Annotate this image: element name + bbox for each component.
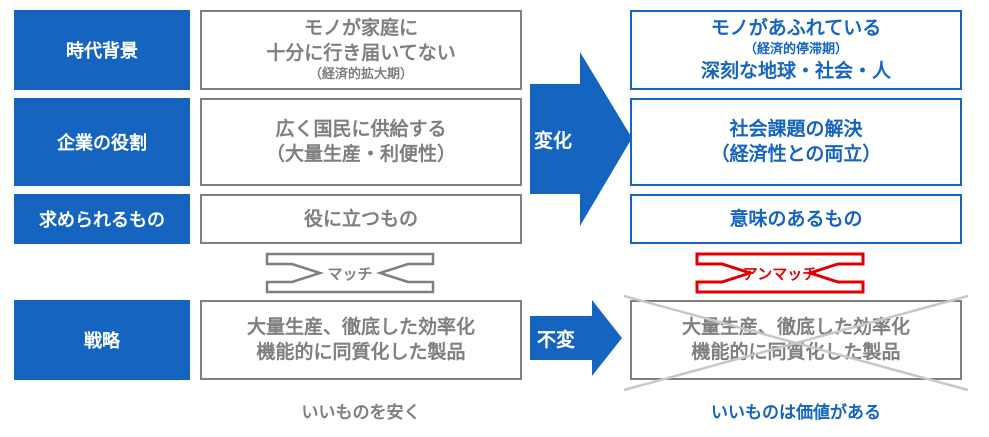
after-background-line1: モノがあふれている	[710, 17, 882, 39]
after-background-note: （経済的停滞期）	[743, 42, 848, 57]
match-label: マッチ	[327, 264, 373, 283]
label-demand: 求められるもの	[14, 194, 190, 244]
before-strategy-line2: 機能的に同質化した製品	[256, 341, 466, 363]
before-demand-box: 役に立つもの	[200, 194, 522, 244]
before-role-line2: （大量生産・利便性）	[265, 143, 456, 165]
after-strategy-line2: 機能的に同質化した製品	[691, 341, 901, 363]
mismatch-label: アンマッチ	[742, 264, 818, 283]
before-role-line1: 広く国民に供給する	[275, 118, 447, 140]
before-strategy-box: 大量生産、徹底した効率化 機能的に同質化した製品	[200, 300, 522, 380]
change-arrow-label: 変化	[534, 129, 573, 152]
after-strategy-line1: 大量生産、徹底した効率化	[681, 316, 910, 338]
label-role: 企業の役割	[14, 98, 190, 186]
before-demand-text: 役に立つもの	[303, 207, 418, 230]
before-strategy-line1: 大量生産、徹底した効率化	[246, 316, 475, 338]
after-demand-box: 意味のあるもの	[630, 194, 962, 244]
label-background: 時代背景	[14, 10, 190, 90]
after-demand-text: 意味のあるもの	[729, 207, 863, 230]
before-caption: いいものを安く	[301, 402, 421, 423]
after-role-line1: 社会課題の解決	[729, 118, 863, 140]
before-background-box: モノが家庭に 十分に行き届いてない （経済的拡大期）	[200, 10, 522, 90]
after-background-box: モノがあふれている （経済的停滞期） 深刻な地球・社会・人	[630, 10, 962, 90]
after-role-line2: （経済性との両立）	[710, 143, 882, 165]
after-role-box: 社会課題の解決 （経済性との両立）	[630, 98, 962, 186]
before-role-box: 広く国民に供給する （大量生産・利便性）	[200, 98, 522, 186]
before-background-note: （経済的拡大期）	[308, 67, 413, 82]
unchanged-arrow-label: 不変	[537, 328, 576, 351]
after-background-line2: 深刻な地球・社会・人	[700, 60, 891, 82]
before-background-line2: 十分に行き届いてない	[266, 42, 456, 64]
after-strategy-box: 大量生産、徹底した効率化 機能的に同質化した製品	[630, 300, 962, 380]
label-strategy: 戦略	[14, 300, 190, 380]
after-caption: いいものは価値がある	[711, 402, 881, 423]
before-background-line1: モノが家庭に	[303, 17, 418, 39]
